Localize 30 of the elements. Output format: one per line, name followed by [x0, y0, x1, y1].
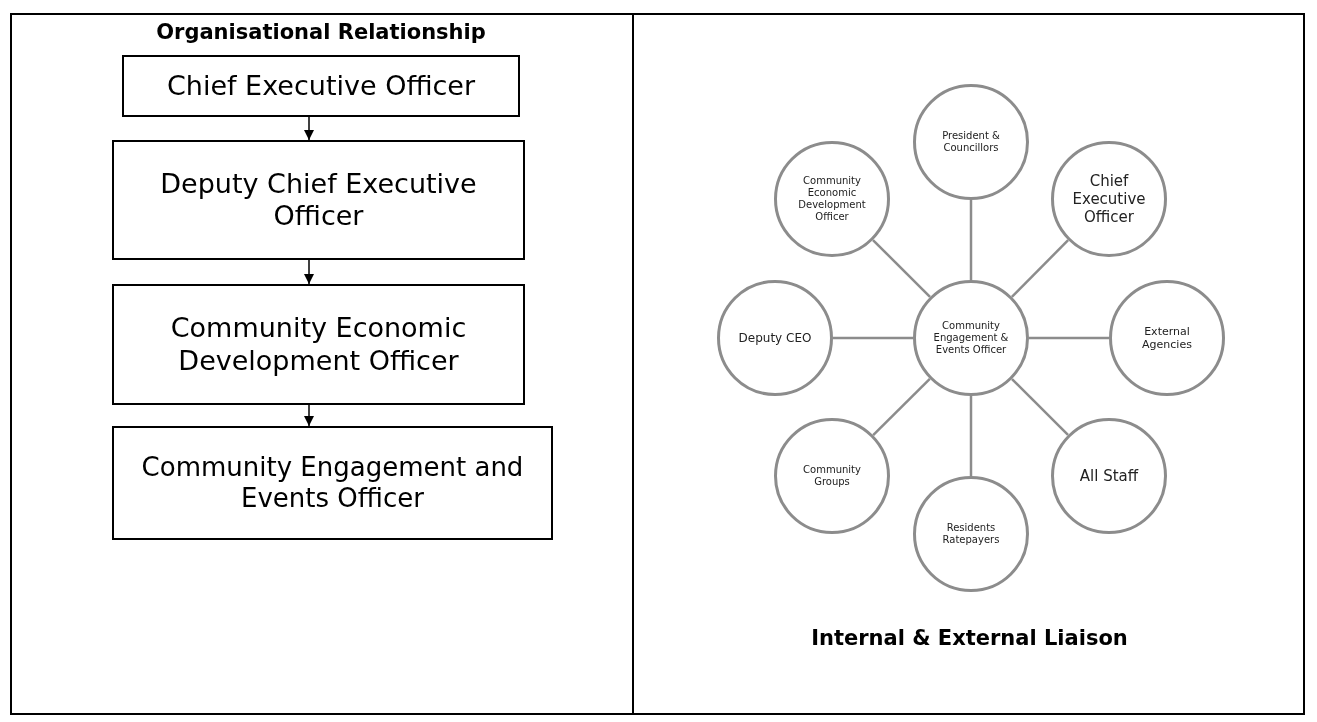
connector-line	[872, 377, 931, 437]
node-label: All Staff	[1079, 467, 1139, 485]
node-label: Community Economic Development Officer	[797, 175, 867, 223]
node-label: Chief Executive Officer	[166, 69, 476, 103]
connector-line	[1010, 239, 1070, 298]
arrow	[304, 259, 314, 285]
node-label: President & Councillors	[941, 130, 1001, 154]
node-label: Residents Ratepayers	[941, 522, 1001, 546]
node-label: Community Groups	[802, 464, 862, 488]
role-box	[122, 55, 520, 117]
node-label: External Agencies	[1141, 324, 1193, 352]
connector-line	[969, 200, 973, 280]
connector-line	[872, 239, 931, 298]
connector-line	[1011, 378, 1069, 436]
role-box	[112, 426, 553, 540]
connector-line	[833, 336, 913, 340]
node-label: Chief Executive Officer	[1071, 172, 1147, 226]
node-label: Deputy Chief Executive Officer	[159, 167, 478, 233]
node-label: Community Engagement & Events Officer	[932, 320, 1010, 356]
arrow	[304, 404, 314, 427]
role-box	[112, 140, 525, 260]
role-box	[112, 284, 525, 405]
connector-line	[1029, 336, 1109, 340]
heading: Organisational Relationship	[155, 20, 487, 44]
node-label: Community Engagement and Events Officer	[140, 451, 525, 515]
node-label: Deputy CEO	[738, 330, 812, 346]
connector-line	[969, 396, 973, 476]
node-label: Community Economic Development Officer	[169, 312, 468, 377]
arrow	[304, 116, 314, 141]
heading: Internal & External Liaison	[810, 626, 1129, 650]
